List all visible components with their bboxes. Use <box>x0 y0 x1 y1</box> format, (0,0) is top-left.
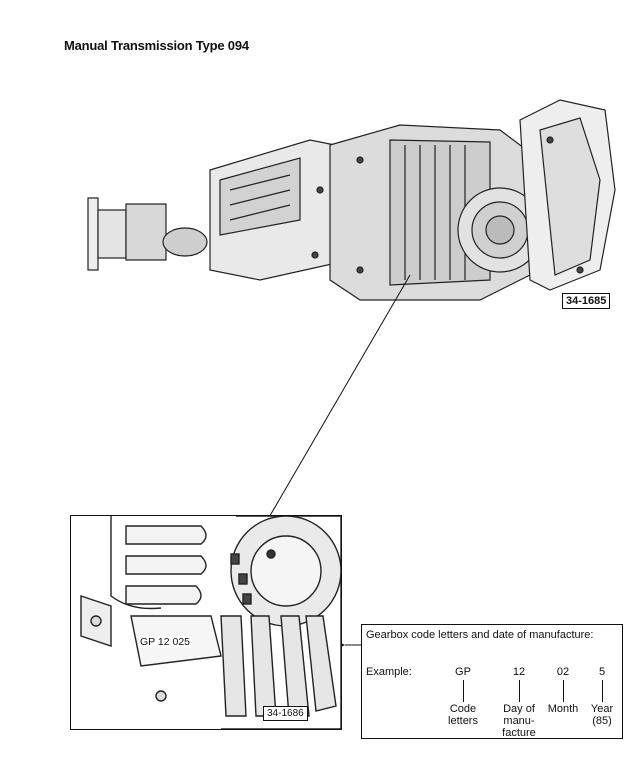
code-column-code-letters: GP Code letters <box>438 666 488 727</box>
code-column-year: 5 Year (85) <box>584 666 620 727</box>
figure-reference-main: 34-1685 <box>562 293 611 309</box>
day-label: Day of manu-facture <box>502 703 536 739</box>
gearbox-code-stamp: GP 12 025 <box>139 636 192 648</box>
year-value: 5 <box>598 666 606 678</box>
code-explanation-box: Gearbox code letters and date of manufac… <box>361 624 623 739</box>
month-value: 02 <box>556 666 570 678</box>
year-tick <box>601 680 603 702</box>
case-detail-illustration <box>80 516 341 729</box>
month-label: Month <box>547 703 579 715</box>
code-column-month: 02 Month <box>542 666 584 715</box>
code-letters-label: Code letters <box>448 703 478 727</box>
month-tick <box>562 680 564 702</box>
example-label: Example: <box>366 666 412 678</box>
page-title: Manual Transmission Type 094 <box>64 38 249 53</box>
detail-closeup: GP 12 025 34-1686 <box>70 515 342 730</box>
figure-reference-detail: 34-1686 <box>263 706 308 721</box>
code-letters-tick <box>462 680 464 702</box>
day-value: 12 <box>512 666 526 678</box>
code-letters-value: GP <box>455 666 471 678</box>
day-tick <box>518 680 520 702</box>
code-heading: Gearbox code letters and date of manufac… <box>366 629 594 641</box>
year-label: Year (85) <box>590 703 614 727</box>
transmission-illustration <box>87 99 616 301</box>
code-column-day: 12 Day of manu-facture <box>494 666 544 739</box>
